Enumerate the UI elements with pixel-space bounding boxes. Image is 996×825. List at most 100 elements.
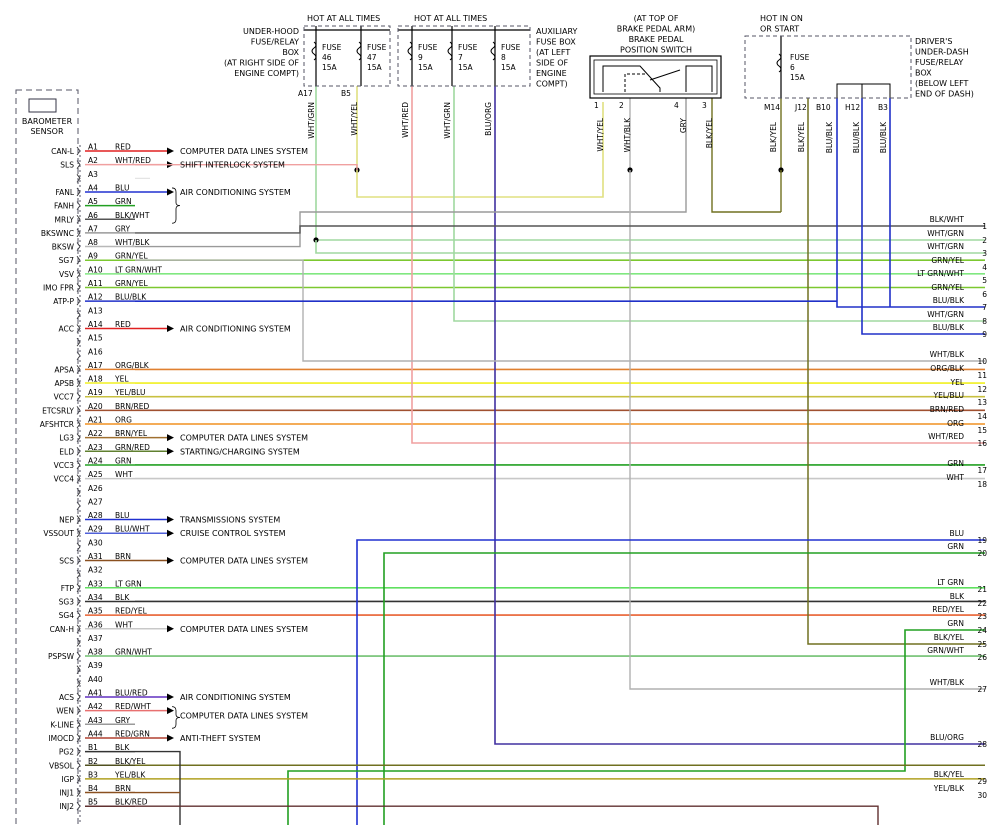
hot-in-on-label: HOT IN ON: [760, 14, 803, 23]
ecm-terminal-name: APSA: [54, 365, 75, 374]
ecm-terminal-name: IMOCD: [48, 734, 74, 743]
terminal-id: B10: [816, 103, 831, 112]
fuse-label: FUSE: [501, 43, 521, 52]
barometer-sensor-label-2: SENSOR: [30, 127, 63, 136]
wire-color-label: RED: [115, 143, 131, 152]
wire-color-label: WHT/GRN: [927, 310, 964, 319]
wire-color-label: WHT/RED: [928, 432, 964, 441]
ecm-terminal-name: ACS: [59, 693, 74, 702]
auxiliary-box-caption: (AT LEFT: [536, 48, 570, 57]
fuse-number: 6: [790, 63, 795, 72]
terminal-id: 4: [674, 101, 679, 110]
harness-wire: [711, 98, 781, 213]
ecm-pin-id: A8: [88, 238, 98, 247]
auxiliary-box-caption: AUXILIARY: [536, 27, 578, 36]
ecm-terminal-name: AFSHTCR: [40, 420, 74, 429]
wire-color-label: GRN/YEL: [931, 283, 964, 292]
ecm-pin-id: A22: [88, 429, 103, 438]
ecm-terminal-name: VBSOL: [49, 761, 75, 770]
wire-color-label: GRN/YEL: [115, 252, 148, 261]
terminal-number: 8: [982, 317, 987, 326]
ecm-terminal-name: SG7: [59, 256, 75, 265]
wire-color-label: YEL/BLK: [933, 784, 965, 793]
wire-color-label: LT GRN: [115, 579, 142, 588]
underhood-box-caption: ENGINE COMPT): [234, 69, 299, 78]
terminal-id: B5: [341, 89, 351, 98]
ecm-terminal-name: BKSW: [52, 243, 75, 252]
ecm-pin-id: A20: [88, 402, 103, 411]
ecm-terminal-name: VCC4: [54, 475, 75, 484]
component-layer: [15, 25, 912, 825]
vertical-wire-label: WHT/YEL: [596, 117, 605, 151]
fuse-number: 7: [458, 53, 463, 62]
wire-color-label: BLK/RED: [115, 798, 148, 807]
system-arrow: [167, 324, 174, 332]
ecm-pin-id: A1: [88, 143, 98, 152]
underhood-box-caption: FUSE/RELAY: [251, 38, 299, 47]
ecm-pin-id: A4: [88, 183, 98, 192]
ecm-terminal-name: LG3: [59, 434, 74, 443]
terminal-id: 3: [702, 101, 707, 110]
system-arrow: [167, 434, 174, 442]
vertical-wire-label: BLK/YEL: [797, 121, 806, 152]
system-destination: COMPUTER DATA LINES SYSTEM: [180, 625, 308, 634]
ecm-pin-id: A30: [88, 538, 103, 547]
ecm-pin-id: A31: [88, 552, 103, 561]
wire-color-label: BRN/YEL: [115, 429, 148, 438]
wire-color-label: RED/YEL: [115, 607, 148, 616]
system-destination: STARTING/CHARGING SYSTEM: [180, 447, 300, 456]
wire-color-label: BLU/WHT: [115, 525, 150, 534]
ecm-pin-id: A23: [88, 443, 103, 452]
switch-contact: [649, 69, 681, 81]
wire-color-label: LT GRN/WHT: [917, 269, 964, 278]
ecm-pin-id: A29: [88, 525, 103, 534]
brake-switch-caption: POSITION SWITCH: [620, 46, 692, 55]
ecm-pin-id: A36: [88, 620, 103, 629]
terminal-id: 2: [619, 101, 624, 110]
ecm-pin-id: A3: [88, 170, 98, 179]
ecm-terminal-name: PSPSW: [48, 652, 75, 661]
terminal-number: 10: [977, 357, 987, 366]
terminal-number: 4: [982, 263, 987, 272]
terminal-number: 15: [977, 426, 987, 435]
harness-wire: [135, 163, 358, 170]
auxiliary-box-caption: ENGINE: [536, 69, 567, 78]
ecm-pin-id: A6: [88, 211, 98, 220]
ecm-terminal-name: ACC: [59, 324, 74, 333]
fuse-rating: 15A: [322, 63, 338, 72]
switch-contact: [624, 73, 645, 92]
ecm-terminal-name: APSB: [54, 379, 74, 388]
vertical-wire-label: BLU/BLK: [879, 121, 888, 153]
fuse-number: 8: [501, 53, 506, 62]
ecm-terminal-name: ELD: [59, 447, 74, 456]
wire-color-label: WHT/RED: [115, 156, 151, 165]
ecm-pin-id: B1: [88, 743, 98, 752]
underdash-box-caption: BOX: [915, 69, 932, 78]
ecm-pin-id: A25: [88, 470, 103, 479]
ecm-pin-id: A12: [88, 293, 103, 302]
terminal-number: 24: [977, 626, 987, 635]
ecm-pin-id: B3: [88, 770, 98, 779]
brake-switch-caption: BRAKE PEDAL: [629, 35, 684, 44]
harness-wire: [383, 552, 985, 825]
ecm-outline: [15, 89, 79, 825]
switch-contact: [602, 65, 661, 92]
fuse-number: 47: [367, 53, 377, 62]
wire-color-label: WHT: [115, 470, 133, 479]
wire-color-label: GRN: [947, 619, 964, 628]
harness-wire: [287, 629, 985, 825]
harness-wire: [836, 98, 985, 308]
ecm-pin-id: A38: [88, 648, 103, 657]
wire-layer: [76, 26, 985, 825]
wire-color-label: GRY: [115, 716, 131, 725]
auxiliary-box-caption: FUSE BOX: [536, 38, 576, 47]
ecm-terminal-name: VSV: [59, 270, 75, 279]
terminal-number: 22: [977, 599, 987, 608]
wire-color-label: BLK/YEL: [934, 633, 965, 642]
wire-color-label: BRN: [115, 552, 131, 561]
wire-color-label: GRN: [947, 459, 964, 468]
terminal-id: B3: [878, 103, 888, 112]
ecm-terminal-name: SCS: [59, 557, 74, 566]
underhood-fuse-box: [303, 25, 391, 87]
